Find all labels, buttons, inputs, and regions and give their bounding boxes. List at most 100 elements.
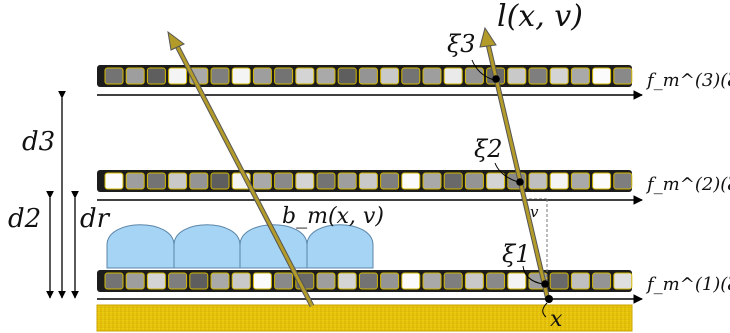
xi3-label: ξ3 [447, 30, 476, 58]
xi3-label-text: ξ3 [447, 30, 476, 58]
layer-cell [168, 172, 188, 190]
layer-cell [358, 67, 378, 85]
xi2-leader [494, 162, 519, 183]
x-label: x [550, 307, 563, 332]
layer-cell [316, 67, 336, 85]
layer-cell [570, 272, 590, 290]
xi1-leader [522, 265, 544, 285]
layer-cell [443, 172, 463, 190]
layer-cell [380, 272, 400, 290]
lenslet-ray-arrowhead [167, 30, 185, 51]
layer-cell [295, 172, 315, 190]
layer-cell [146, 172, 166, 190]
layer-cell [210, 272, 230, 290]
layer-cell [146, 272, 166, 290]
xi2-label: ξ2 [474, 135, 503, 163]
layer-cell [507, 67, 527, 85]
layer-cell [528, 172, 548, 190]
layer-cell [168, 67, 188, 85]
layer-cell [422, 272, 442, 290]
layer-cell [189, 172, 209, 190]
lenslet [306, 224, 374, 269]
layer-cell [274, 172, 294, 190]
layer-cell [295, 67, 315, 85]
d3-label: d3 [22, 127, 55, 157]
layer-cell [125, 272, 145, 290]
layer-cell [189, 272, 209, 290]
layer-cell [464, 172, 484, 190]
layer-cell [592, 172, 612, 190]
layer-cell [401, 172, 421, 190]
layer-cell [252, 172, 272, 190]
layer-cell [592, 67, 612, 85]
x-point [545, 295, 553, 303]
layer-cell [486, 172, 506, 190]
layer-cell [104, 172, 124, 190]
lenslet-array [106, 224, 374, 269]
d2-label: d2 [8, 204, 41, 234]
layer-3 [97, 65, 633, 87]
layer-cell [146, 67, 166, 85]
light-ray-arrowhead [479, 26, 497, 48]
layer-cell [274, 272, 294, 290]
layer-cell [549, 172, 569, 190]
layer-cell [570, 172, 590, 190]
layer-cell [380, 172, 400, 190]
lenslet-ray-label: b_m(x, v) [282, 204, 384, 229]
layer-cell [549, 67, 569, 85]
leader-curves [471, 59, 548, 318]
layer-cell [422, 67, 442, 85]
layer-cell [252, 272, 272, 290]
layer-cell [337, 67, 357, 85]
layer-cell [104, 67, 124, 85]
dr-label: dr [80, 204, 111, 234]
xi3-leader [471, 59, 495, 81]
layer-cell [274, 67, 294, 85]
lenslet-ray-core [174, 43, 314, 307]
light-ray-core [486, 43, 550, 301]
layer-cell [486, 272, 506, 290]
xi1-label: ξ1 [502, 240, 531, 268]
distance-arrows [46, 90, 79, 299]
layer-cell [613, 272, 633, 290]
layer-cell [443, 272, 463, 290]
xi3-point [492, 75, 500, 83]
layer-cell [613, 67, 633, 85]
layer-cell [507, 272, 527, 290]
layer-cell [337, 172, 357, 190]
layer-cell [316, 172, 336, 190]
layer-cell [422, 172, 442, 190]
layer-cell [210, 67, 230, 85]
layer-cell [231, 272, 251, 290]
xi1-label-text: ξ1 [502, 240, 531, 268]
layer-cell [592, 272, 612, 290]
intersection-points [492, 75, 553, 303]
layer-2 [97, 170, 633, 192]
v-indicator [529, 198, 548, 299]
layer-1 [97, 270, 633, 292]
ray-label: l(x, v) [497, 0, 583, 34]
lenslet [173, 224, 241, 269]
layer-1-function-label: f_m^(1)(ξ1) [645, 274, 730, 295]
layer-cell [443, 67, 463, 85]
layer-cell [549, 272, 569, 290]
layer-cell [337, 272, 357, 290]
layer-2-function-label: f_m^(2)(ξ2) [645, 174, 730, 195]
layer-cell [231, 67, 251, 85]
layer-cell [104, 272, 124, 290]
layer-cell [316, 272, 336, 290]
layer-cell [358, 172, 378, 190]
layer-cell [401, 272, 421, 290]
layer-cell [252, 67, 272, 85]
layer-cell [464, 272, 484, 290]
light-ray [479, 26, 551, 301]
layer-cell [380, 67, 400, 85]
xi2-point [516, 178, 524, 186]
layer-cell [528, 67, 548, 85]
layer-cell [125, 172, 145, 190]
layer-cell [464, 67, 484, 85]
layer-cell [358, 272, 378, 290]
layer-cell [401, 67, 421, 85]
v-label: v [530, 203, 539, 221]
